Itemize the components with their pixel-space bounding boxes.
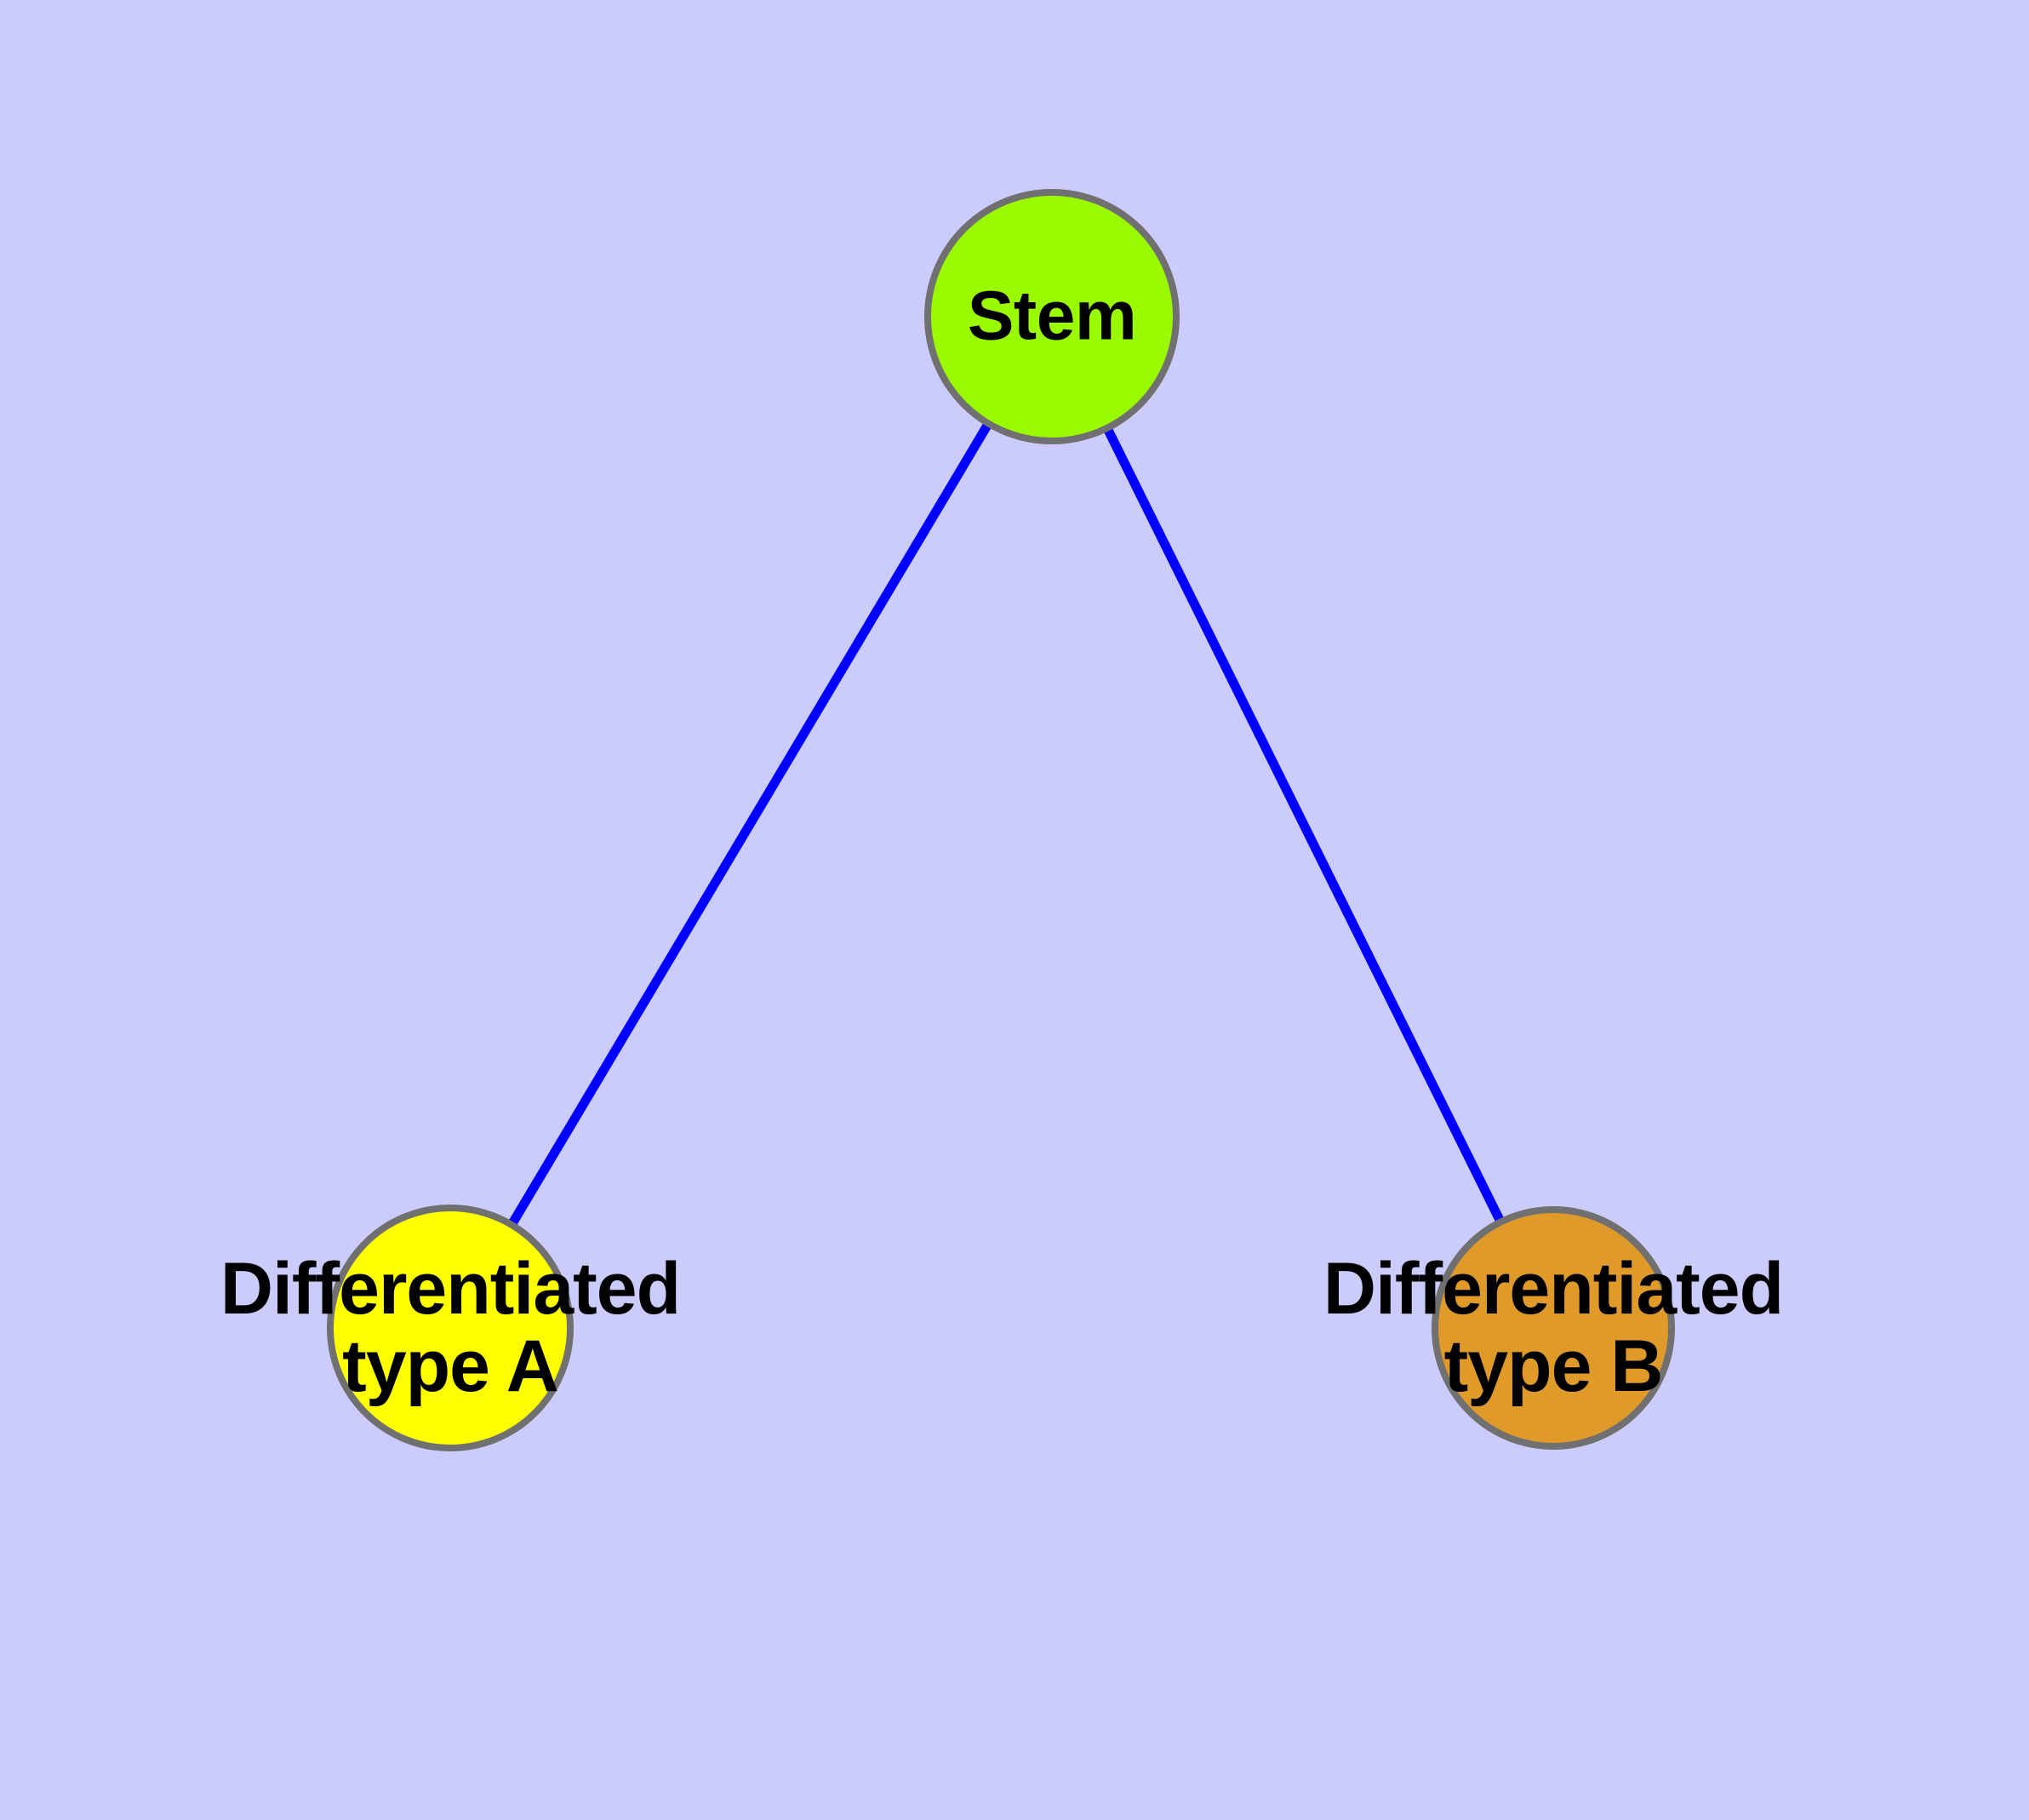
- node-differentiated-type-b[interactable]: [1432, 1206, 1675, 1450]
- edge-stem-to-differentiated-type-a[interactable]: [446, 314, 1056, 1331]
- nodes-group: [327, 189, 1675, 1451]
- edges-group: [446, 314, 1557, 1331]
- node-stem[interactable]: [924, 189, 1180, 444]
- node-differentiated-type-a[interactable]: [327, 1205, 574, 1451]
- edge-stem-to-differentiated-type-b[interactable]: [1048, 314, 1557, 1331]
